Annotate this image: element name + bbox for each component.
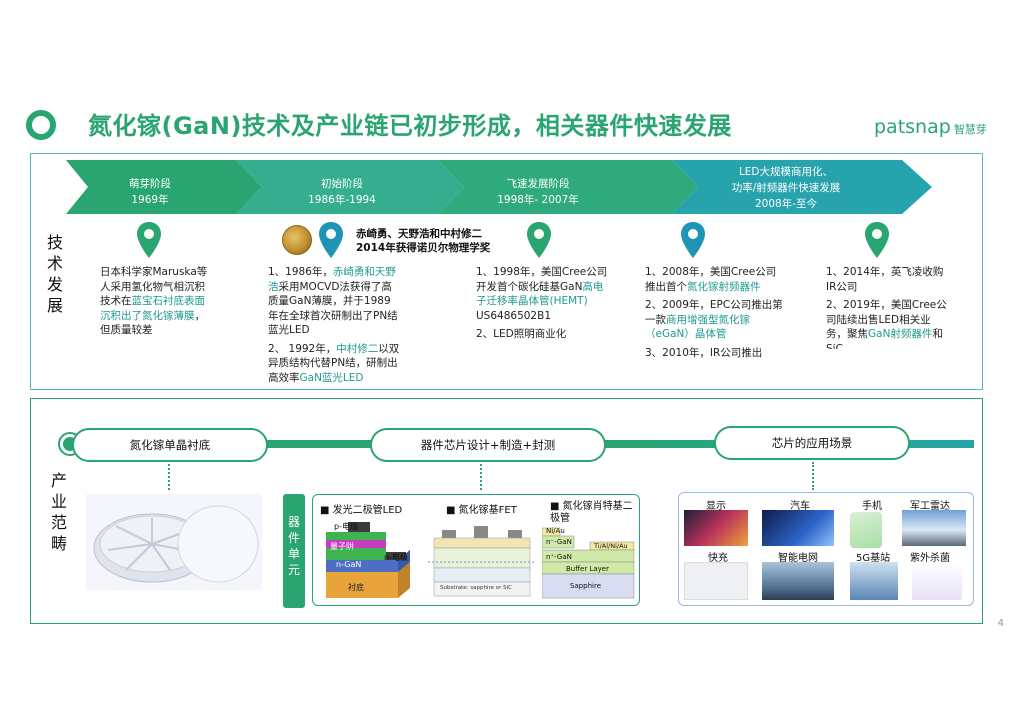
stage4-item-2: 2、2009年，EPC公司推出第一款商用增强型氮化镓（eGaN）晶体管	[645, 298, 783, 342]
logo-ring-icon	[26, 110, 56, 140]
stage3-item-2: 2、LED照明商业化	[476, 327, 610, 342]
charger-image	[684, 562, 748, 600]
highlight-text: 中村修二	[336, 343, 378, 355]
led-layer-label: n-GaN	[336, 560, 361, 569]
nobel-medal-image	[282, 225, 312, 255]
5g-station-image	[850, 562, 898, 600]
text: 2、 1992年，	[268, 343, 336, 355]
app-label-phone: 手机	[862, 497, 882, 512]
stage4-item-1: 1、2008年，美国Cree公司推出首个氮化镓射频器件	[645, 265, 783, 294]
grid-image	[762, 562, 834, 600]
stage5-item-2: 2、2019年，美国Cree公司陆续出售LED相关业务，聚焦GaN射频器件和Si…	[826, 298, 948, 349]
fet-substrate-label: Substrate: sapphire or SiC	[440, 585, 512, 591]
led-layer-label: 量子阱	[330, 541, 354, 552]
tech-side-label: 技 术 发 展	[46, 232, 64, 316]
highlight-text: 氮化镓射频器件	[687, 281, 761, 293]
text: 1、1986年，	[268, 266, 333, 278]
highlight-text: GaN射频器件	[868, 328, 932, 340]
stage-label-2: 初始阶段 1986年-1994	[292, 176, 392, 208]
phone-image	[850, 512, 882, 548]
nobel-note: 赤崎勇、天野浩和中村修二 2014年获得诺贝尔物理学奖	[356, 227, 490, 255]
led-layer-label: p-电极	[334, 521, 358, 532]
location-pin-icon	[526, 222, 552, 258]
sbd-layer-label: Sapphire	[570, 582, 601, 590]
location-pin-icon	[680, 222, 706, 258]
stage2-description: 1、1986年，赤崎勇和天野浩采用MOCVD法获得了高质量GaN薄膜，并于198…	[268, 265, 400, 385]
stage4-description: 1、2008年，美国Cree公司推出首个氮化镓射频器件 2、2009年，EPC公…	[645, 265, 783, 360]
page-title: 氮化镓(GaN)技术及产业链已初步形成，相关器件快速发展	[88, 106, 732, 141]
stage3-item-1: 1、1998年，美国Cree公司开发首个碳化硅基GaN高电子迁移率晶体管(HEM…	[476, 265, 610, 323]
stage-label-1: 萌芽阶段 1969年	[100, 176, 200, 208]
uv-lamp-image	[912, 562, 962, 600]
connector-line	[480, 464, 482, 490]
text: 发光二极管LED	[333, 505, 403, 516]
brand-name: patsnap	[874, 116, 951, 138]
stage-label-3: 飞速发展阶段 1998年- 2007年	[478, 176, 598, 208]
substrate-pill: 氮化镓单晶衬底	[72, 428, 268, 462]
sbd-layer-label: n⁺-GaN	[546, 553, 572, 561]
stage1-description: 日本科学家Maruska等人采用氢化物气相沉积技术在蓝宝石衬底表面沉积出了氮化镓…	[100, 265, 214, 338]
car-image	[762, 510, 834, 546]
brand-name-cn: 智慧芽	[954, 123, 987, 136]
sbd-layer-label: Buffer Layer	[566, 565, 609, 573]
location-pin-icon	[136, 222, 162, 258]
display-image	[684, 510, 748, 546]
location-pin-icon	[864, 222, 890, 258]
stage2-item-1: 1、1986年，赤崎勇和天野浩采用MOCVD法获得了高质量GaN薄膜，并于198…	[268, 265, 400, 338]
device-chip-pill: 器件芯片设计+制造+封测	[370, 428, 606, 462]
stage4-item-3: 3、2010年，IR公司推出	[645, 346, 783, 361]
text: US6486502B1	[476, 310, 551, 322]
led-title: ■ 发光二极管LED	[320, 501, 402, 516]
connector-line	[812, 462, 814, 490]
industry-side-label: 产 业 范 畴	[50, 470, 68, 554]
stage5-description: 1、2014年，英飞凌收购IR公司 2、2019年，美国Cree公司陆续出售LE…	[826, 265, 948, 349]
application-pill: 芯片的应用场景	[714, 426, 910, 460]
fet-title: ■ 氮化镓基FET	[446, 501, 517, 516]
led-layer-label: n-电极	[384, 552, 408, 563]
sbd-layer-label: n⁻-GaN	[546, 538, 572, 546]
sbd-title: ■ 氮化镓肖特基二极管	[550, 501, 636, 525]
sbd-layer-label: Ni/Au	[546, 527, 565, 535]
page-number: 4	[998, 618, 1004, 629]
led-layer-label: 衬底	[348, 582, 364, 593]
stage5-item-1: 1、2014年，英飞凌收购IR公司	[826, 265, 948, 294]
gan-wafer-image	[86, 494, 262, 590]
text: 氮化镓基FET	[459, 505, 517, 516]
connector-line	[168, 464, 170, 490]
stage2-item-2: 2、 1992年，中村修二以双异质结构代替PN结，研制出高效率GaN蓝光LED	[268, 342, 400, 386]
device-unit-label: 器 件 单 元	[284, 514, 304, 578]
text: 采用MOCVD法获得了高质量GaN薄膜，并于1989年在全球首次研制出了PN结蓝…	[268, 281, 398, 337]
stage-label-4: LED大规模商用化、 功率/射频器件快速发展 2008年-至今	[706, 164, 866, 212]
stage3-description: 1、1998年，美国Cree公司开发首个碳化硅基GaN高电子迁移率晶体管(HEM…	[476, 265, 610, 342]
sbd-layer-label: Ti/Al/Ni/Au	[594, 542, 628, 550]
radar-image	[902, 510, 966, 546]
text: 氮化镓肖特基二极管	[550, 501, 633, 524]
location-pin-icon	[318, 222, 344, 258]
highlight-text: GaN蓝光LED	[300, 372, 364, 384]
